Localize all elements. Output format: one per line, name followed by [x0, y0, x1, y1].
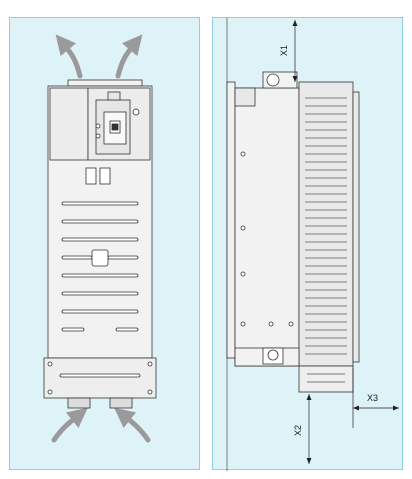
- dimension-x1: [292, 20, 298, 82]
- dimension-x1-label: X1: [279, 44, 290, 57]
- side-view-panel: X1 X2 X3: [212, 17, 403, 471]
- heatsink-fins: [305, 97, 347, 383]
- front-view-panel: [9, 17, 200, 470]
- dimension-x2: [306, 394, 312, 464]
- dimension-x3-label: X3: [367, 393, 379, 403]
- airflow-arrow-top-left: [55, 34, 83, 79]
- drive-unit-side: [226, 71, 360, 393]
- dimension-x2-label: X2: [293, 424, 304, 437]
- airflow-arrow-top-right: [115, 34, 143, 79]
- side-view-drawing: [226, 18, 399, 471]
- front-view-drawing: [43, 34, 157, 443]
- drive-unit-front: [43, 79, 157, 409]
- airflow-arrow-bottom-left: [51, 407, 88, 443]
- airflow-arrow-bottom-right: [114, 407, 151, 443]
- dimension-x3: [352, 368, 399, 428]
